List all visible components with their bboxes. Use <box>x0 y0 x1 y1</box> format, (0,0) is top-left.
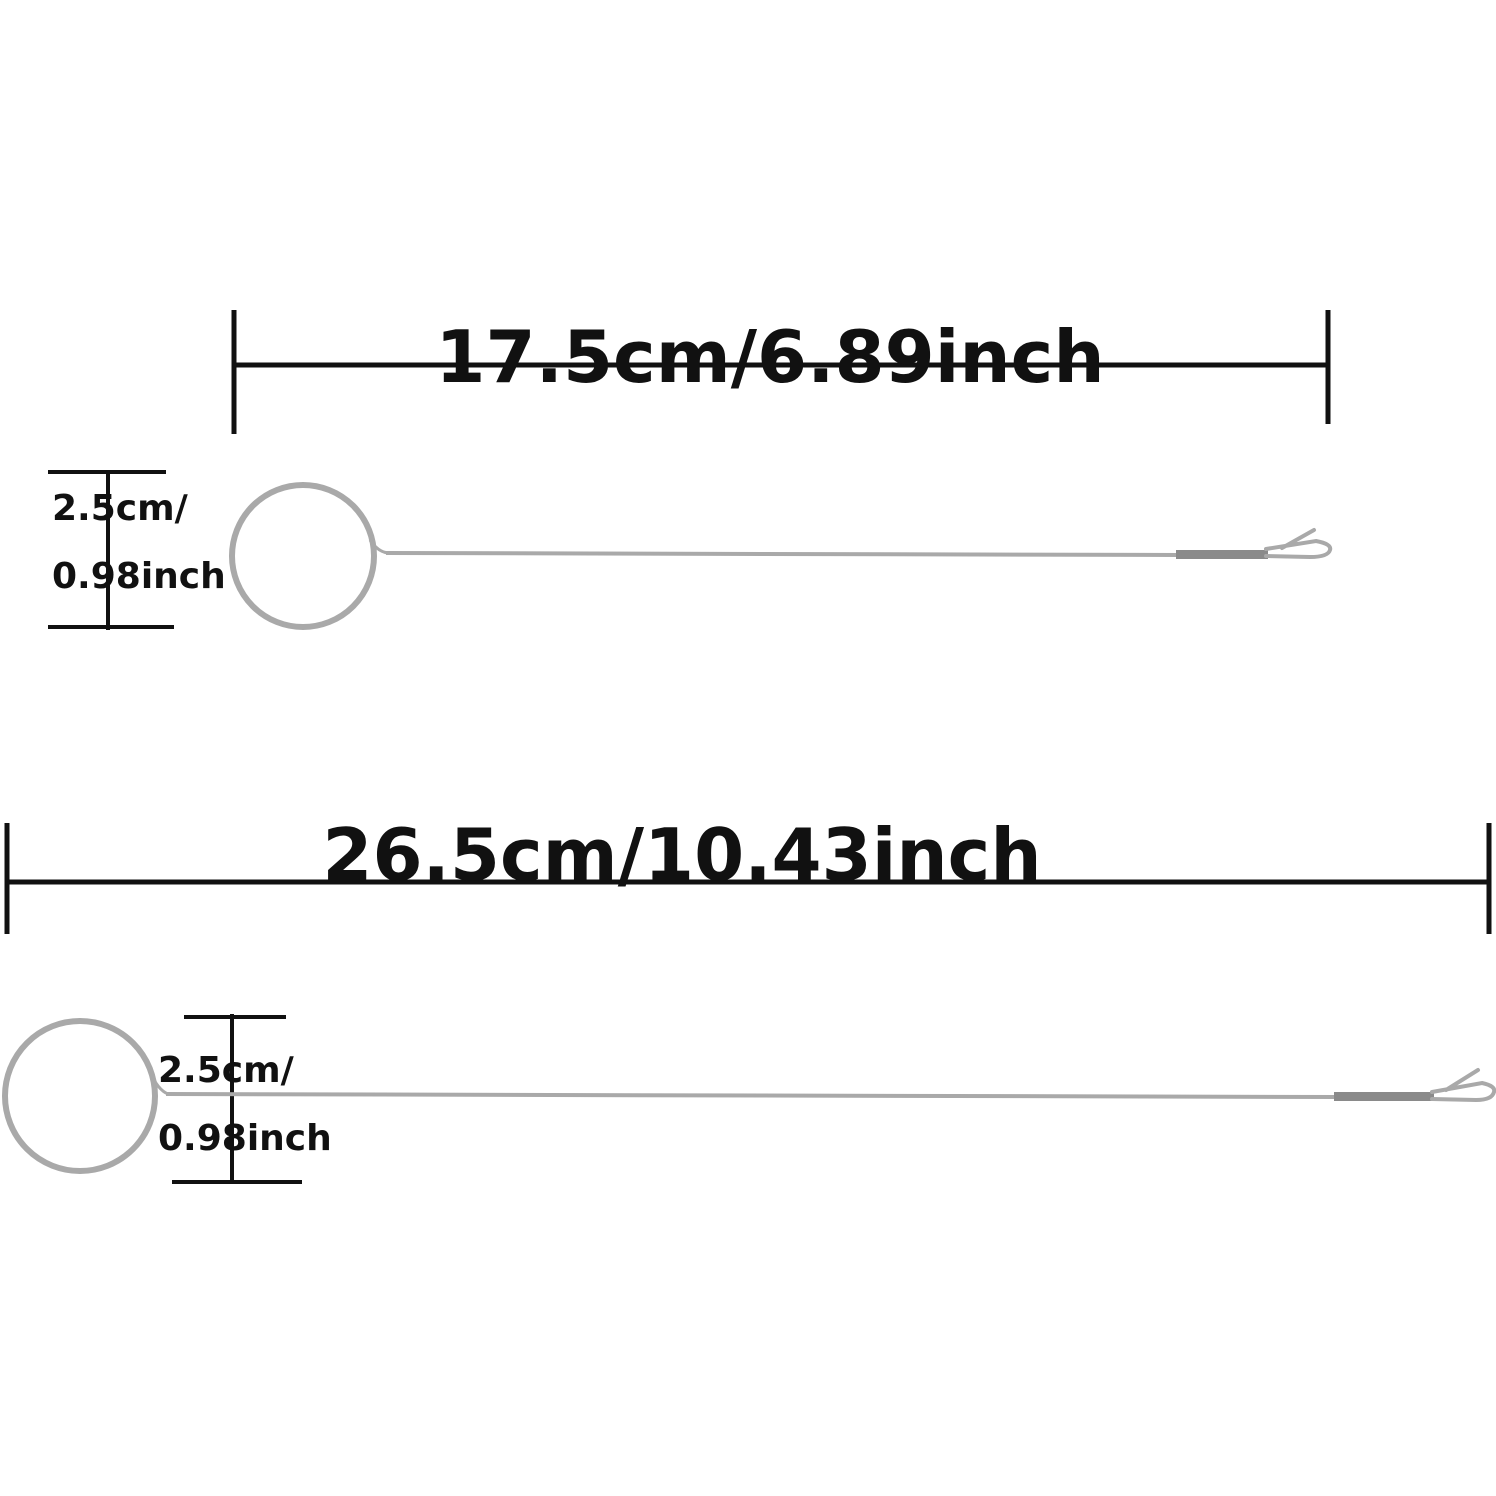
ring-label-line1: 2.5cm/ <box>158 1050 295 1091</box>
loop-turner-long <box>2 1018 1496 1174</box>
tool-long: 26.5cm/10.43inch 2.5cm/ 0.98inch <box>2 813 1496 1184</box>
ring-label-line2: 0.98inch <box>158 1118 332 1159</box>
shaft <box>165 1092 1337 1099</box>
length-label: 17.5cm/6.89inch <box>435 315 1104 399</box>
finger-ring <box>229 482 377 630</box>
ring-label-line1: 2.5cm/ <box>52 488 189 529</box>
length-label: 26.5cm/10.43inch <box>322 813 1041 897</box>
shaft-sleeve <box>1334 1092 1434 1101</box>
shaft <box>385 551 1179 557</box>
ring-dimension-short: 2.5cm/ 0.98inch <box>48 470 226 630</box>
tool-short: 17.5cm/6.89inch 2.5cm/ 0.98inch <box>48 310 1333 630</box>
length-dimension-short: 17.5cm/6.89inch <box>231 310 1331 434</box>
ring-label-line2: 0.98inch <box>52 556 226 597</box>
ring-dimension-long: 2.5cm/ 0.98inch <box>158 1014 332 1184</box>
finger-ring <box>2 1018 158 1174</box>
shaft-sleeve <box>1176 550 1268 559</box>
latch-hook <box>1430 1068 1496 1103</box>
latch-hook <box>1264 528 1333 560</box>
loop-turner-short <box>229 482 1333 630</box>
length-dimension-long: 26.5cm/10.43inch <box>4 813 1492 934</box>
